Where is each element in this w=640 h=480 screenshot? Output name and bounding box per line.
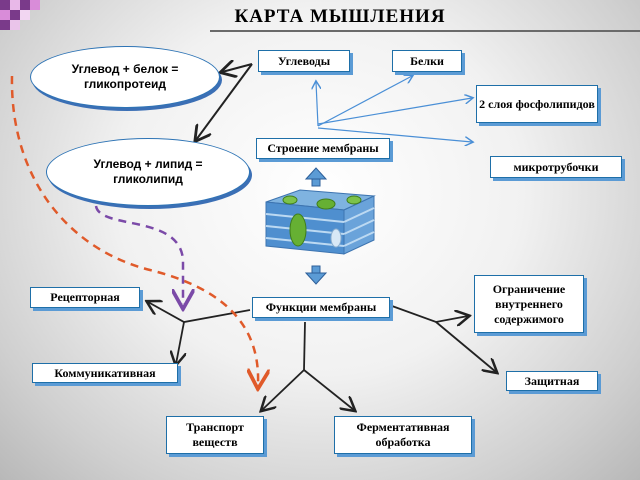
limiting-label: Ограничение внутреннего содержимого xyxy=(492,281,566,326)
carbohydrates-box: Углеводы xyxy=(258,50,350,72)
membrane-functions-box: Функции мембраны xyxy=(252,297,390,318)
communicative-box: Коммуникативная xyxy=(32,363,178,383)
transport-box: Транспорт веществ xyxy=(166,416,264,454)
protective-box: Защитная xyxy=(506,371,598,391)
up-arrow-icon xyxy=(304,167,328,187)
membrane-functions-label: Функции мембраны xyxy=(265,300,377,314)
transport-label: Транспорт веществ xyxy=(186,420,244,449)
down-arrow-icon xyxy=(304,265,328,285)
glycoprotein-ellipse: Углевод + белок = гликопротеид xyxy=(30,46,220,108)
communicative-label: Коммуникативная xyxy=(54,365,156,380)
title-divider xyxy=(210,30,640,32)
enzymatic-label: Ферментативная обработка xyxy=(356,420,450,449)
membrane-block-icon xyxy=(265,189,376,255)
red-dashed-arrow xyxy=(10,75,258,384)
structure-arrows xyxy=(316,76,472,142)
glycoprotein-text: Углевод + белок = гликопротеид xyxy=(71,62,179,91)
receptor-box: Рецепторная xyxy=(30,287,140,308)
glycolipid-ellipse: Углевод + липид = гликолипид xyxy=(46,138,250,206)
microtubules-label: микротрубочки xyxy=(513,159,599,174)
phospholipids-box: 2 слоя фосфолипидов xyxy=(476,85,598,123)
enzymatic-box: Ферментативная обработка xyxy=(334,416,472,454)
corner-decoration xyxy=(0,0,40,30)
function-tree xyxy=(148,302,496,410)
page-title: КАРТА МЫШЛЕНИЯ xyxy=(234,6,446,27)
glycolipid-text: Углевод + липид = гликолипид xyxy=(93,157,203,186)
proteins-label: Белки xyxy=(410,53,444,68)
phospholipids-label: 2 слоя фосфолипидов xyxy=(479,96,595,111)
microtubules-box: микротрубочки xyxy=(490,156,622,178)
limiting-box: Ограничение внутреннего содержимого xyxy=(474,275,584,333)
receptor-label: Рецепторная xyxy=(50,290,120,304)
membrane-structure-box: Строение мембраны xyxy=(256,138,390,159)
proteins-box: Белки xyxy=(392,50,462,72)
ellipse-arrows xyxy=(196,64,253,140)
purple-dashed-arrow xyxy=(94,205,183,304)
membrane-structure-label: Строение мембраны xyxy=(267,141,379,155)
protective-label: Защитная xyxy=(524,373,580,388)
carbohydrates-label: Углеводы xyxy=(277,53,331,68)
